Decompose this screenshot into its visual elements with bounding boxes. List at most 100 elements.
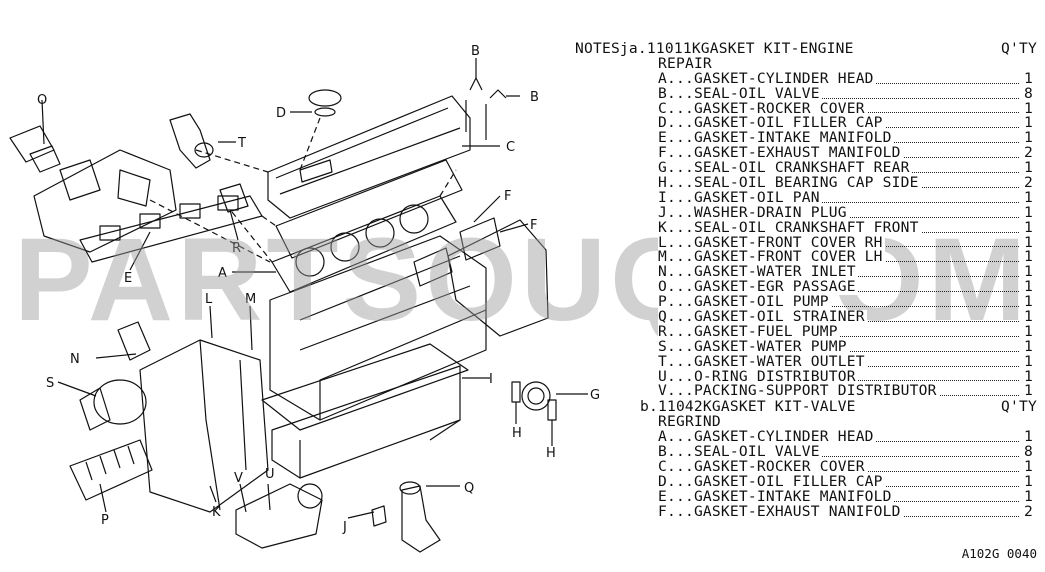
kit-item-label: J...WASHER-DRAIN PLUG — [658, 205, 849, 221]
diagram-callout-labels: B B C D T E A R F F L M N S I G H H K U … — [37, 44, 600, 535]
kit-item-row: B...SEAL-OIL VALVE 8 — [575, 445, 1037, 460]
kit-item-qty: 1 — [1021, 205, 1033, 221]
water-outlet — [169, 113, 211, 169]
callout-label: C — [506, 140, 515, 155]
kit-item-label: V...PACKING-SUPPORT DISTRIBUTOR — [658, 384, 939, 400]
kit-item-row: M...GASKET-FRONT COVER LH 1 — [575, 250, 1037, 266]
kit-item-row: I...GASKET-OIL PAN 1 — [575, 190, 1037, 206]
callout-label: H — [546, 446, 556, 461]
intake-manifold — [33, 149, 177, 253]
kit-item-row: C...GASKET-ROCKER COVER 1 — [575, 101, 1037, 117]
kit-item-qty: 1 — [1021, 190, 1033, 206]
kit-item-label: A...GASKET-CYLINDER HEAD — [658, 430, 876, 446]
callout-label: S — [46, 376, 54, 391]
kit-item-row: C...GASKET-ROCKER COVER 1 — [575, 459, 1037, 475]
kit-item-qty: 1 — [1021, 459, 1033, 475]
kit-item-row: J...WASHER-DRAIN PLUG 1 — [575, 205, 1037, 221]
kit-item-qty: 1 — [1021, 430, 1033, 446]
kit-b-qty-header: Q'TY — [1001, 398, 1037, 416]
kit-a-title: NOTESja.11011KGASKET KIT-ENGINE Q'TY — [575, 40, 1037, 57]
kit-item-qty: 1 — [1021, 354, 1033, 370]
kit-item-label: B...SEAL-OIL VALVE — [658, 445, 822, 460]
kit-item-row: B...SEAL-OIL VALVE 8 — [575, 86, 1037, 102]
kit-item-label: P...GASKET-OIL PUMP — [658, 295, 831, 311]
callout-label: B — [471, 44, 480, 59]
callout-label: V — [234, 471, 243, 486]
callout-label: F — [504, 189, 511, 204]
kit-item-qty: 1 — [1021, 116, 1033, 132]
oil-pan — [271, 365, 461, 479]
oil-strainer — [401, 485, 441, 553]
kit-item-label: M...GASKET-FRONT COVER LH — [658, 250, 885, 266]
callout-label: A — [218, 266, 227, 281]
callout-label: P — [101, 513, 109, 528]
kit-item-label: D...GASKET-OIL FILLER CAP — [658, 474, 885, 490]
kit-item-label: L...GASKET-FRONT COVER RH — [658, 235, 885, 251]
kit-item-label: I...GASKET-OIL PAN — [658, 190, 822, 206]
kit-item-qty: 1 — [1021, 101, 1033, 117]
kit-item-label: N...GASKET-WATER INLET — [658, 265, 858, 281]
kit-item-label: E...GASKET-INTAKE MANIFOLD — [658, 489, 894, 505]
callout-label: M — [245, 292, 256, 307]
callout-label: N — [70, 352, 80, 367]
kit-item-qty: 1 — [1021, 474, 1033, 490]
callout-label: T — [237, 136, 246, 151]
kit-a-title-text: NOTESja.11011KGASKET KIT-ENGINE — [575, 40, 854, 57]
kit-item-row: A...GASKET-CYLINDER HEAD 1 — [575, 71, 1037, 87]
kit-item-label: R...GASKET-FUEL PUMP — [658, 324, 840, 340]
kit-item-label: B...SEAL-OIL VALVE — [658, 86, 822, 102]
kit-b-title: b.11042KGASKET KIT-VALVE Q'TY — [640, 398, 1037, 416]
exhaust-manifold — [447, 219, 549, 337]
kit-item-label: O...GASKET-EGR PASSAGE — [658, 280, 858, 296]
kit-item-qty: 8 — [1021, 445, 1033, 460]
kit-item-qty: 1 — [1021, 369, 1033, 385]
kit-item-qty: 1 — [1021, 250, 1033, 266]
oil-pan-gasket — [261, 343, 469, 431]
diagram-code: A102G 0040 — [961, 546, 1037, 561]
engine-exploded-diagram: B B C D T E A R F F L M N S I G H H K U … — [9, 44, 600, 553]
kit-b-title-text: b.11042KGASKET KIT-VALVE — [640, 398, 856, 416]
kit-item-label: F...GASKET-EXHAUST NANIFOLD — [658, 504, 903, 520]
kit-item-row: A...GASKET-CYLINDER HEAD 1 — [575, 430, 1037, 446]
leader-dots — [658, 455, 1019, 457]
kit-item-label: A...GASKET-CYLINDER HEAD — [658, 71, 876, 87]
front-cover — [139, 339, 269, 513]
kit-item-qty: 1 — [1021, 220, 1033, 236]
kit-item-qty: 1 — [1021, 265, 1033, 281]
engine-block — [269, 235, 487, 421]
kit-item-qty: 1 — [1021, 235, 1033, 251]
kit-a-subtitle: REPAIR — [658, 54, 712, 72]
distributor — [235, 483, 323, 549]
callout-label: K — [212, 505, 221, 520]
kit-item-qty: 1 — [1021, 71, 1033, 87]
water-pump — [93, 379, 147, 425]
kit-item-label: C...GASKET-ROCKER COVER — [658, 459, 867, 475]
kit-item-label: T...GASKET-WATER OUTLET — [658, 354, 867, 370]
kit-item-label: S...GASKET-WATER PUMP — [658, 339, 849, 355]
kit-item-label: H...SEAL-OIL BEARING CAP SIDE — [658, 176, 921, 191]
kit-item-qty: 1 — [1021, 161, 1033, 177]
kit-item-qty: 1 — [1021, 384, 1033, 400]
kit-item-label: U...O-RING DISTRIBUTOR — [658, 369, 858, 385]
leader-dots — [658, 97, 1019, 99]
kit-item-row: V...PACKING-SUPPORT DISTRIBUTOR 1 — [575, 384, 1037, 400]
kit-item-qty: 8 — [1021, 86, 1033, 102]
kit-item-row: D...GASKET-OIL FILLER CAP 1 — [575, 474, 1037, 490]
callout-label: G — [590, 388, 600, 403]
kit-item-row: U...O-RING DISTRIBUTOR 1 — [575, 369, 1037, 385]
oil-pump — [69, 439, 153, 501]
kit-b-subtitle: REGRIND — [658, 413, 721, 431]
head-gasket — [271, 195, 457, 293]
kit-item-label: C...GASKET-ROCKER COVER — [658, 101, 867, 117]
